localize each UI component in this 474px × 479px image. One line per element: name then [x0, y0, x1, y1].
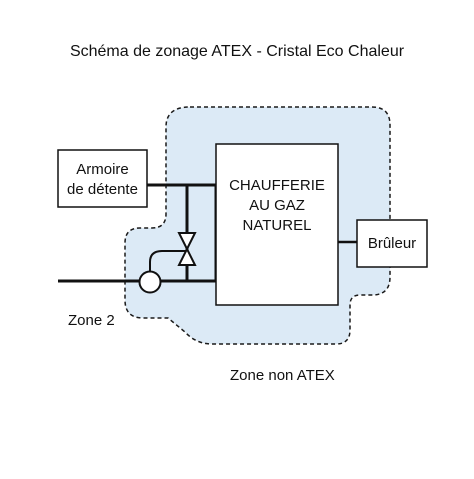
- chaufferie-label-line2: AU GAZ: [249, 197, 305, 214]
- armoire-box: [57, 149, 148, 208]
- diagram-title: Schéma de zonage ATEX - Cristal Eco Chal…: [70, 43, 405, 60]
- gas-meter-icon: [138, 270, 162, 294]
- valve-impulse-line: [149, 250, 187, 272]
- chaufferie-label-line3: NATUREL: [243, 217, 312, 234]
- bruleur-label: Brûleur: [368, 235, 416, 252]
- zone-non-atex-label: Zone non ATEX: [230, 367, 335, 384]
- armoire-label-line2: de détente: [67, 181, 138, 198]
- valve-icon: [177, 232, 197, 266]
- bruleur-box: [356, 219, 428, 268]
- chaufferie-box: [215, 143, 339, 306]
- armoire-label-line1: Armoire: [76, 161, 129, 178]
- chaufferie-label-line1: CHAUFFERIE: [229, 177, 325, 194]
- zone-2-label: Zone 2: [68, 312, 115, 329]
